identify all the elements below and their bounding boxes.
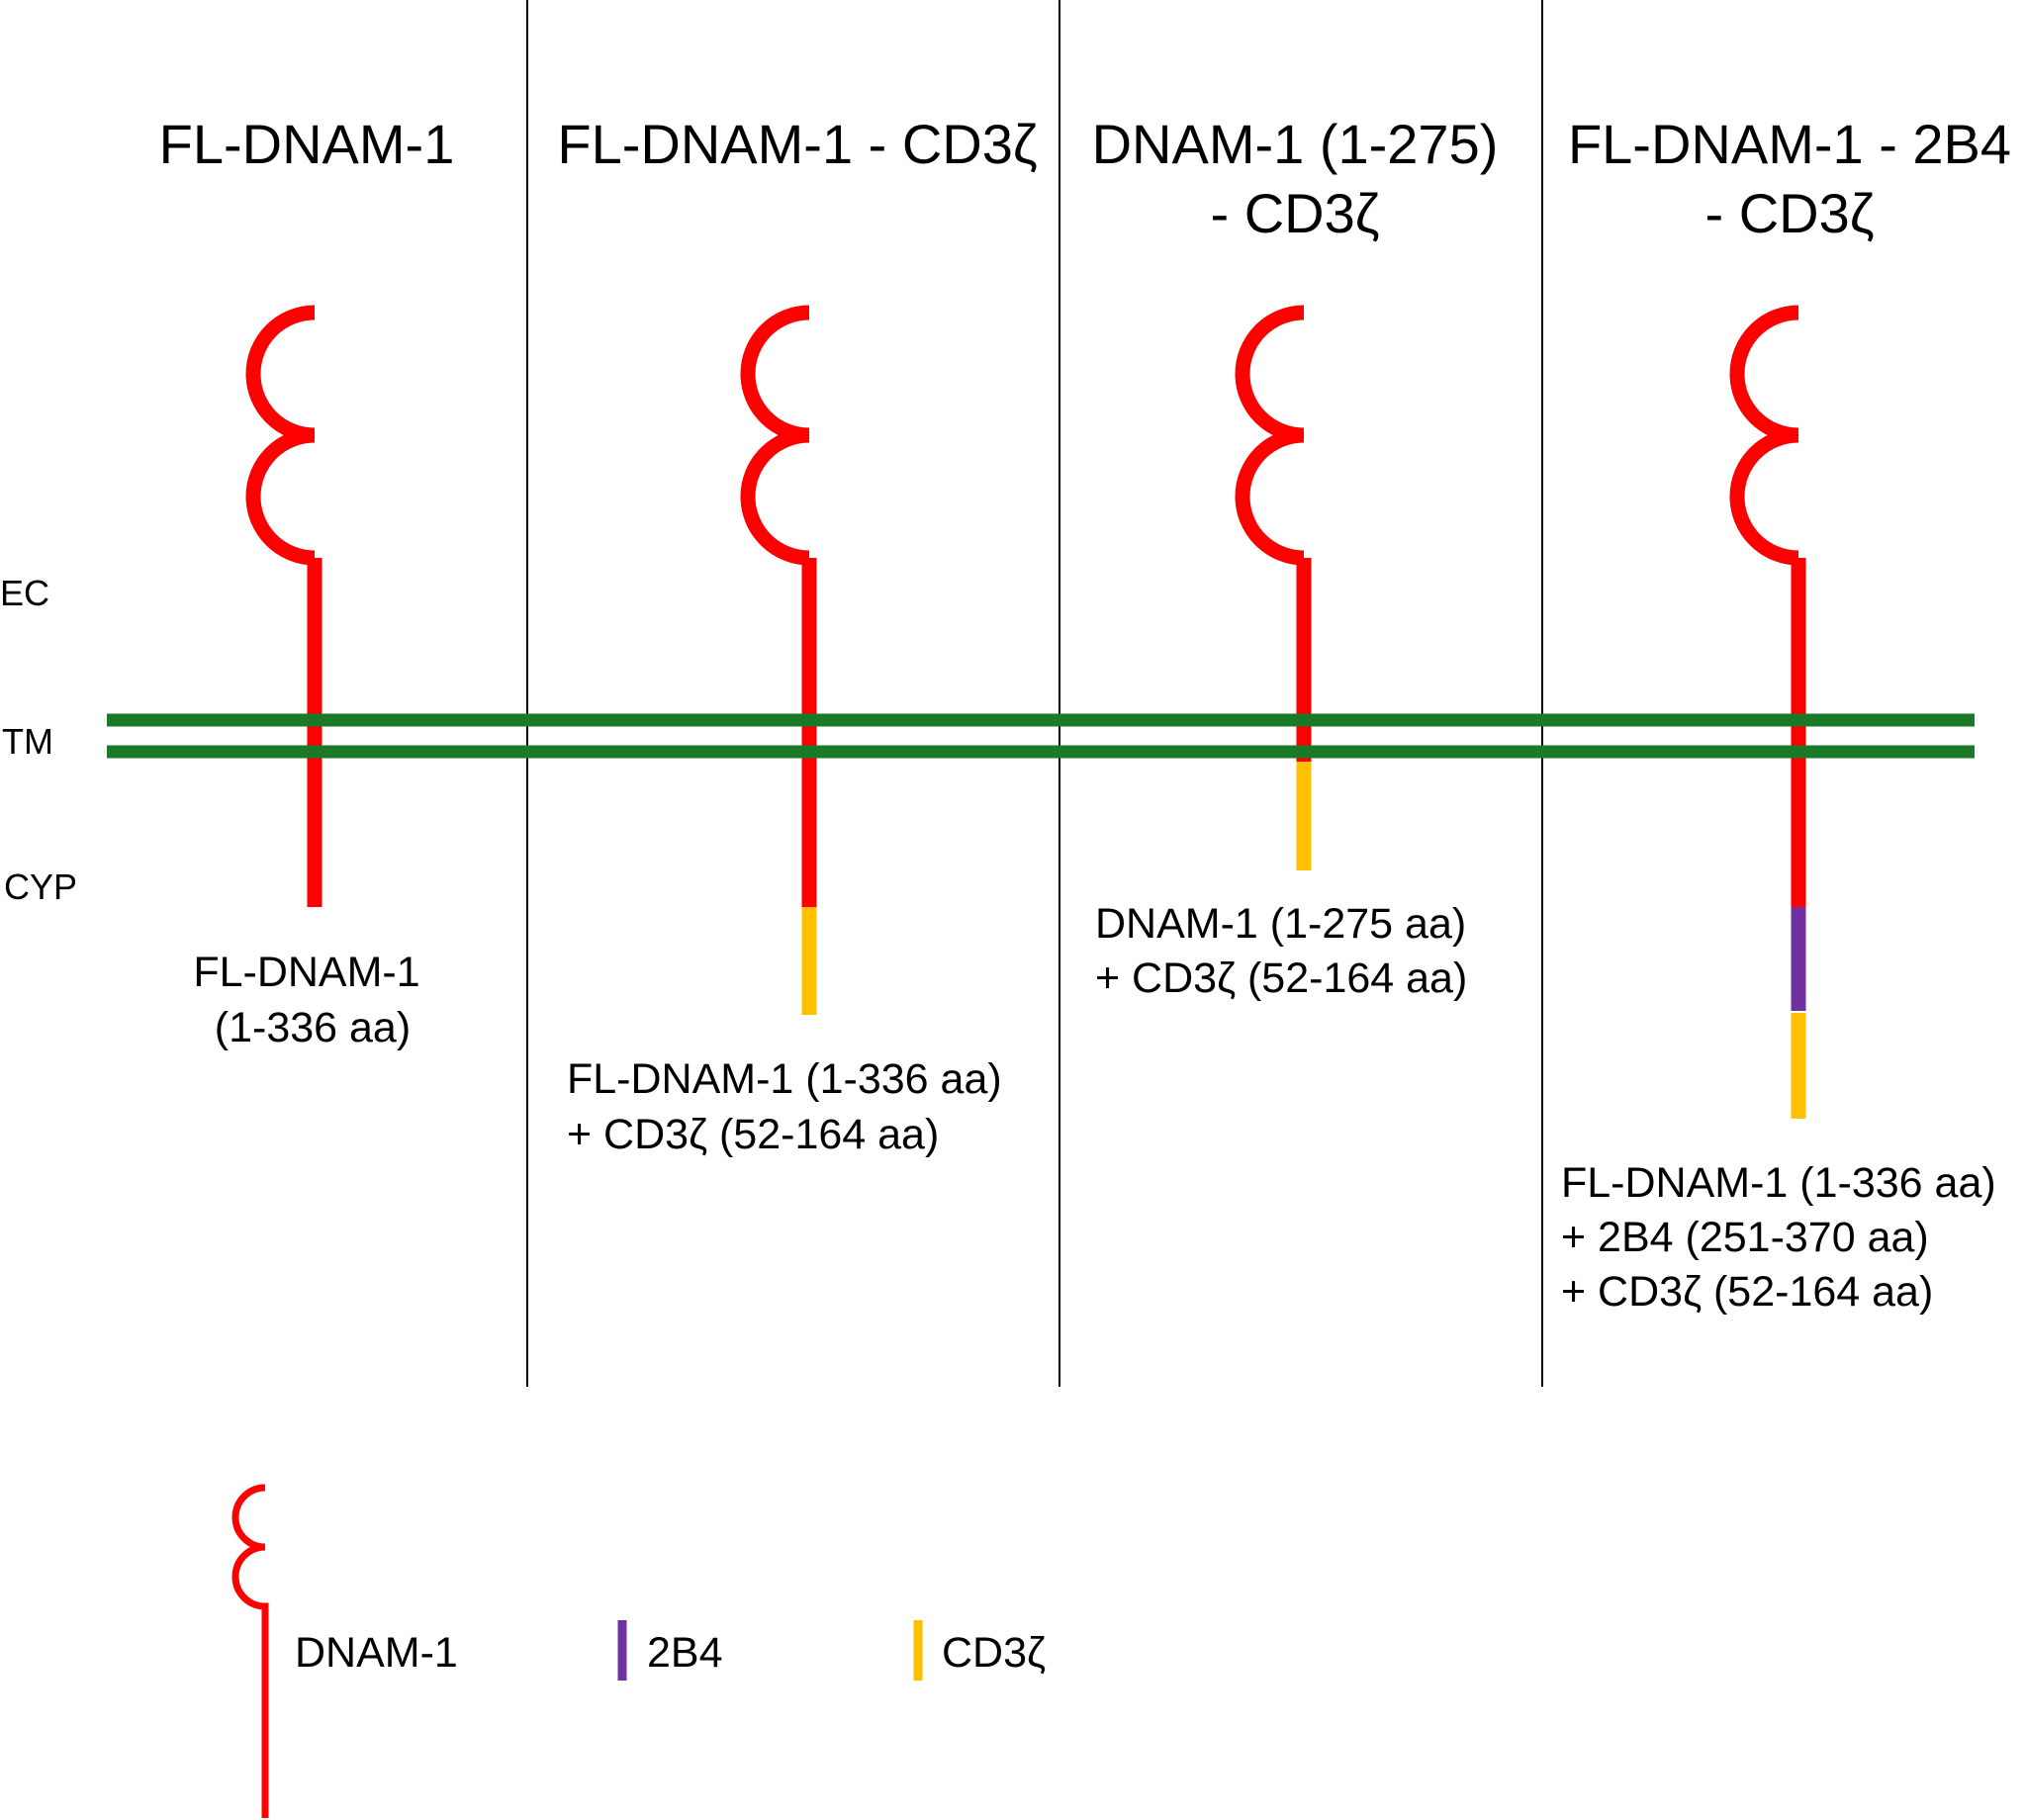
dnam1-ig-domains (740, 305, 810, 566)
dnam1-molecule-icon (231, 1484, 269, 1818)
construct-dnam1-1-275-cd3z: DNAM-1 (1-275) - CD3ζ DNAM-1 (1-275 aa) … (1092, 113, 1499, 1002)
construct-description-line: + CD3ζ (52-164 aa) (567, 1111, 939, 1158)
construct-description-line: (1-336 aa) (203, 1004, 411, 1051)
legend-label-2b4: 2B4 (647, 1629, 723, 1677)
construct-title: FL-DNAM-1 (159, 113, 455, 175)
construct-fl-dnam1: FL-DNAM-1 FL-DNAM-1 (1-336 aa) (159, 113, 455, 1051)
construct-description-line: FL-DNAM-1 (1-336 aa) (567, 1055, 1002, 1103)
construct-description-line: + CD3ζ (52-164 aa) (1095, 955, 1467, 1002)
region-label-ec: EC (0, 573, 49, 613)
legend-label-dnam1: DNAM-1 (295, 1629, 458, 1677)
legend: DNAM-1 2B4 CD3ζ (231, 1484, 1046, 1818)
region-label-cyp: CYP (4, 866, 77, 907)
construct-description-line: DNAM-1 (1-275 aa) (1095, 900, 1466, 948)
legend-label-cd3z: CD3ζ (942, 1629, 1046, 1677)
construct-description-line: FL-DNAM-1 (1-336 aa) (1561, 1159, 1996, 1207)
construct-description-line: + CD3ζ (52-164 aa) (1561, 1268, 1933, 1316)
construct-title: FL-DNAM-1 - CD3ζ (557, 113, 1037, 175)
dnam1-ig-domains (1235, 305, 1305, 566)
dnam1-ig-domains (245, 305, 316, 566)
construct-title: DNAM-1 (1-275) (1092, 113, 1499, 175)
construct-fl-dnam1-cd3z: FL-DNAM-1 - CD3ζ FL-DNAM-1 (1-336 aa) + … (557, 113, 1037, 1158)
construct-title: - CD3ζ (1211, 182, 1380, 244)
region-label-tm: TM (2, 721, 53, 762)
construct-title: FL-DNAM-1 - 2B4 (1568, 113, 2011, 175)
construct-description-line: + 2B4 (251-370 aa) (1561, 1214, 1929, 1261)
construct-description-line: FL-DNAM-1 (193, 949, 419, 996)
construct-fl-dnam1-2b4-cd3z: FL-DNAM-1 - 2B4 - CD3ζ FL-DNAM-1 (1-336 … (1561, 113, 2011, 1316)
construct-title: - CD3ζ (1705, 182, 1875, 244)
dnam1-ig-domains (1729, 305, 1799, 566)
